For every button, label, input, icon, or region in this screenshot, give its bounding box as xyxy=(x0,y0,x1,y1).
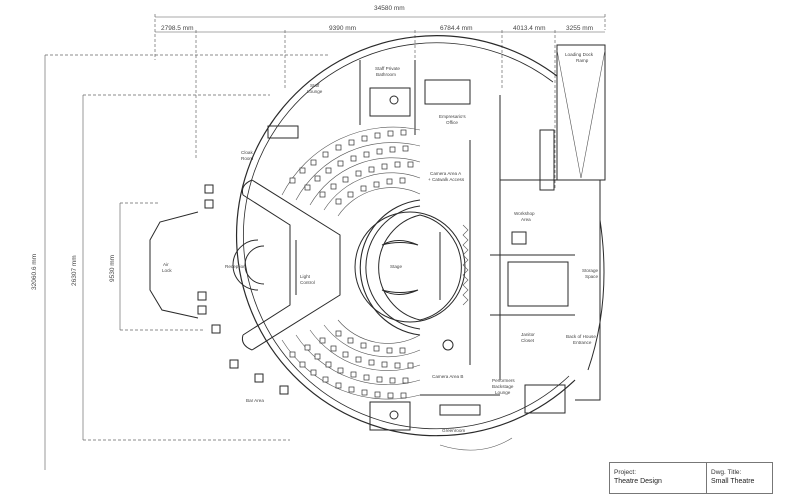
seating-upper xyxy=(281,126,421,217)
seat-row-lower-3 xyxy=(319,337,414,369)
dim-left-3: 9530 mm xyxy=(109,255,116,282)
seat-row-lower-4 xyxy=(335,330,406,354)
title-block-project: Project: Theatre Design xyxy=(610,463,707,493)
room-janitor-1: Janitor xyxy=(521,332,535,337)
project-label: Project: xyxy=(614,469,637,476)
seat-row-upper-3 xyxy=(319,161,414,198)
room-camera-a-1: Camera Area A xyxy=(430,171,462,176)
room-cloak-2: Room xyxy=(241,156,253,161)
lobby-wedge xyxy=(232,179,341,351)
stage xyxy=(354,199,469,336)
room-impresario-1: Empresario's xyxy=(439,114,466,119)
room-reception: Reception xyxy=(225,264,246,269)
dim-top-2: 9390 mm xyxy=(329,25,356,32)
room-loading-dock-1: Loading Dock xyxy=(565,52,594,57)
room-performers-3: Lounge xyxy=(495,390,511,395)
room-impresario-2: Office xyxy=(446,120,458,125)
seat-row-upper-4 xyxy=(335,177,406,205)
dim-top-5: 3255 mm xyxy=(566,25,593,32)
room-camera-b: Camera Area B xyxy=(432,374,463,379)
dim-left-2: 26307 mm xyxy=(71,255,78,286)
title-block-drawing: Dwg. Title: Small Theatre xyxy=(707,463,771,493)
room-staff-lounge-2: Lounge xyxy=(307,89,323,94)
furniture xyxy=(197,79,569,451)
dim-top-1: 2798.5 mm xyxy=(161,25,194,32)
room-back-of-house-1: Back of House xyxy=(566,334,596,339)
drawing-title-value: Small Theatre xyxy=(711,478,755,485)
dim-left-1: 32060.6 mm xyxy=(31,254,38,290)
room-camera-a-2: + Catwalk Access xyxy=(428,177,465,182)
room-staff-bathroom-2: Bathroom xyxy=(376,72,396,77)
room-light-control-1: Light xyxy=(300,274,311,279)
room-air-lock-1: Air xyxy=(163,262,169,267)
building-shell xyxy=(149,35,606,437)
dim-top-4: 4013.4 mm xyxy=(513,25,546,32)
room-storage-1: Storage xyxy=(582,268,599,273)
room-workshop-1: Workshop xyxy=(514,211,535,216)
seat-row-lower-1 xyxy=(289,351,407,399)
dimension-lines xyxy=(44,14,606,470)
seat-row-upper-2 xyxy=(304,145,409,191)
room-greenroom: Greenroom xyxy=(442,428,465,433)
room-air-lock-2: Lock xyxy=(162,268,172,273)
room-loading-dock-2: Ramp xyxy=(576,58,589,63)
seat-row-upper-1 xyxy=(289,129,407,184)
room-stage: Stage xyxy=(390,264,402,269)
room-storage-2: Space xyxy=(585,274,598,279)
room-cloak-1: Cloak xyxy=(241,150,253,155)
drawing-title-label: Dwg. Title: xyxy=(711,469,742,476)
dim-overall-width: 34580 mm xyxy=(374,5,405,12)
project-value: Theatre Design xyxy=(614,478,662,485)
room-staff-bathroom-1: Staff Private xyxy=(375,66,400,71)
room-bar-area: Bar Area xyxy=(246,398,264,403)
title-block: Project: Theatre Design Dwg. Title: Smal… xyxy=(609,462,773,494)
room-staff-lounge-1: Staff xyxy=(310,83,320,88)
seat-row-lower-2 xyxy=(304,344,409,384)
room-light-control-2: Control xyxy=(300,280,315,285)
room-performers-2: Backstage xyxy=(492,384,514,389)
room-performers-1: Performers xyxy=(492,378,515,383)
dim-top-3: 6784.4 mm xyxy=(440,25,473,32)
room-back-of-house-2: Entrance xyxy=(573,340,592,345)
room-janitor-2: Closet xyxy=(521,338,535,343)
room-workshop-2: Area xyxy=(521,217,531,222)
